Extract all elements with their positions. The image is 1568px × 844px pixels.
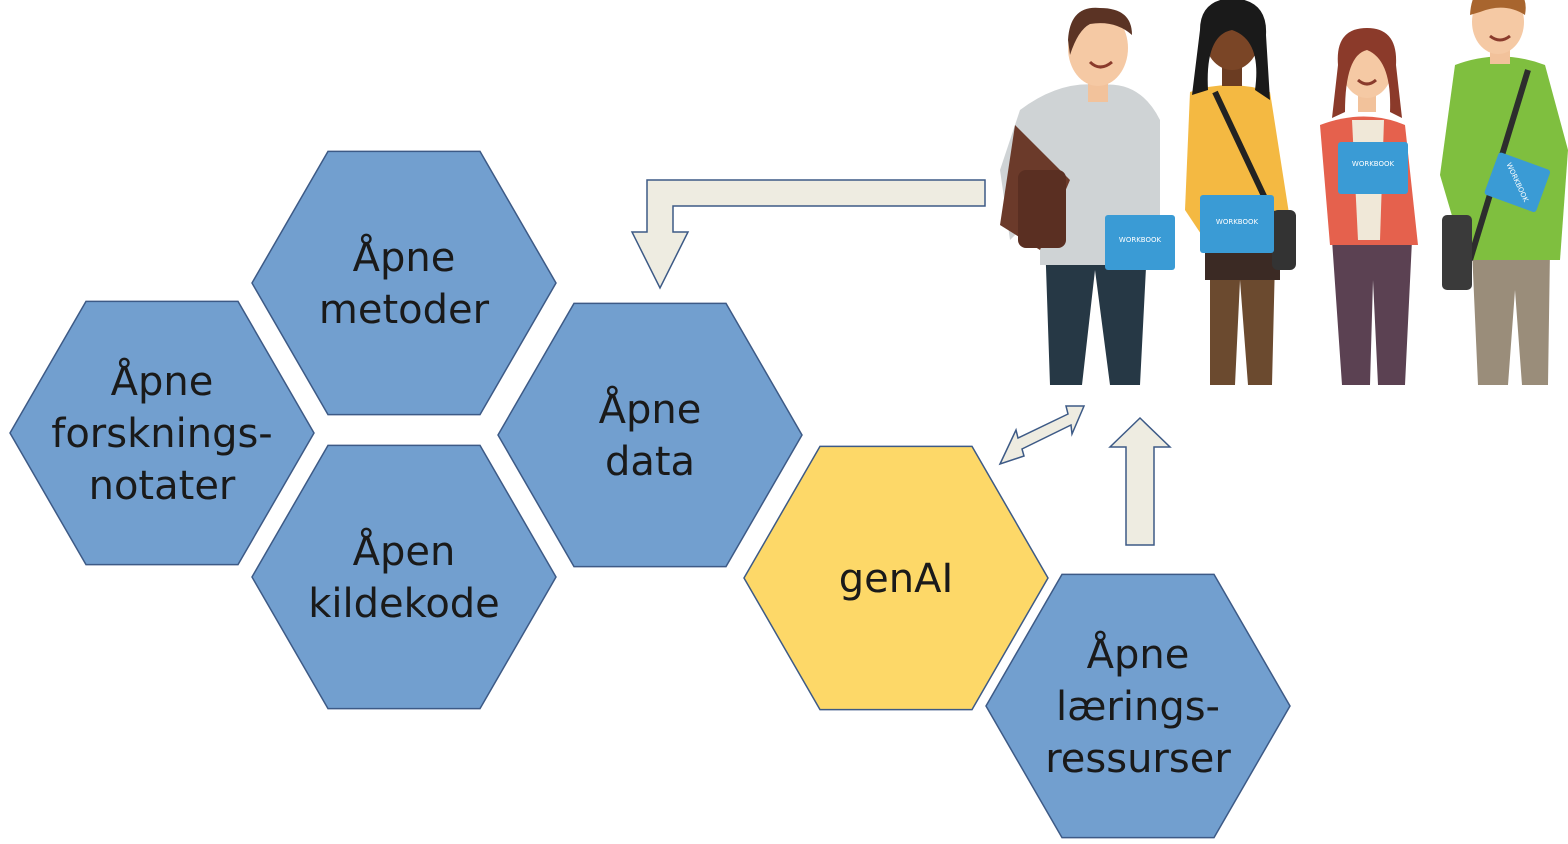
hexagon-shape [497,302,803,568]
hexagon-label: data [605,439,695,485]
hexagon-label: metoder [319,287,490,333]
student-4: WORKBOOK [1440,0,1568,385]
hexagon-data: Åpne data [497,302,803,568]
hexagon-label: genAI [839,556,954,602]
hexagon-shape [251,444,557,710]
hexagon-shape [9,300,315,566]
hexagon-label: notater [89,463,236,509]
hexagon-label: Åpne [1087,630,1190,678]
hexagon-label: Åpen [353,527,456,575]
arrow-students-to-data [630,179,986,290]
hexagon-label: Åpne [353,233,456,281]
students-group-icon: WORKBOOK WORKBOOK WORKBOOK [1000,0,1568,385]
hexagon-laeringsressurser: Åpne lærings-ressurser [985,573,1291,839]
hexagon-label: forsknings- [51,411,272,457]
hexagon-forskningsnotater: Åpne forsknings-notater [9,300,315,566]
hexagon-label: ressurser [1045,736,1231,782]
hexagon-shape [743,445,1049,711]
hexagon-label: lærings- [1056,684,1220,730]
hexagon-label: Åpne [599,385,702,433]
student-3: WORKBOOK [1320,28,1418,385]
student-2: WORKBOOK [1185,0,1296,385]
student-1: WORKBOOK [1000,7,1175,385]
arrows [630,179,1172,546]
hexagon-group: ÅpnemetoderÅpneforsknings-notaterÅpenkil… [9,150,1291,839]
hexagon-shape [985,573,1291,839]
book-label-3: WORKBOOK [1352,160,1395,168]
hexagon-label: Åpne [111,357,214,405]
hexagon-label: kildekode [308,581,500,627]
book-label-2: WORKBOOK [1216,218,1259,226]
book-label-1: WORKBOOK [1119,236,1162,244]
hexagon-genai: genAI [743,445,1049,711]
hexagon-kildekode: Åpen kildekode [251,444,557,710]
arrow-resources-to-students [1108,416,1172,546]
hexagon-shape [251,150,557,416]
arrow-genai-students-bidirectional [998,405,1086,466]
hexagon-metoder: Åpne metoder [251,150,557,416]
